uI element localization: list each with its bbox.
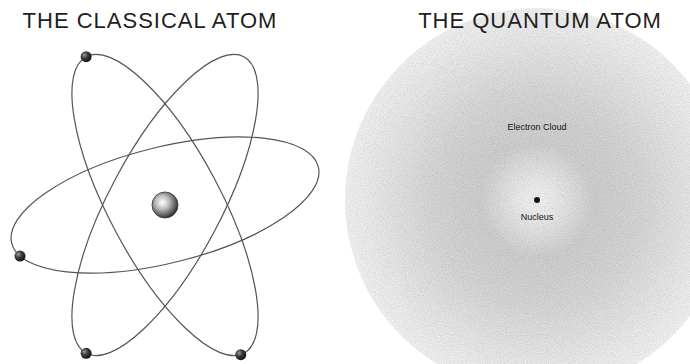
electron-sphere xyxy=(14,251,25,262)
electron-cloud xyxy=(345,8,690,364)
classical-atom xyxy=(0,30,332,364)
electron-sphere xyxy=(81,51,92,62)
orbit-ellipse xyxy=(37,30,294,364)
diagram-title: THE QUANTUM ATOM xyxy=(418,8,662,34)
diagram-title: THE CLASSICAL ATOM xyxy=(23,8,278,34)
electron-sphere xyxy=(235,349,246,360)
nucleus-sphere xyxy=(152,192,178,218)
cloud-label: Electron Cloud xyxy=(507,122,566,132)
nucleus-dot xyxy=(534,197,540,203)
quantum-atom xyxy=(345,8,690,364)
orbit-ellipse xyxy=(37,30,294,364)
orbit-ellipse xyxy=(0,110,332,299)
nucleus-label: Nucleus xyxy=(521,212,554,222)
electron-sphere xyxy=(81,348,92,359)
